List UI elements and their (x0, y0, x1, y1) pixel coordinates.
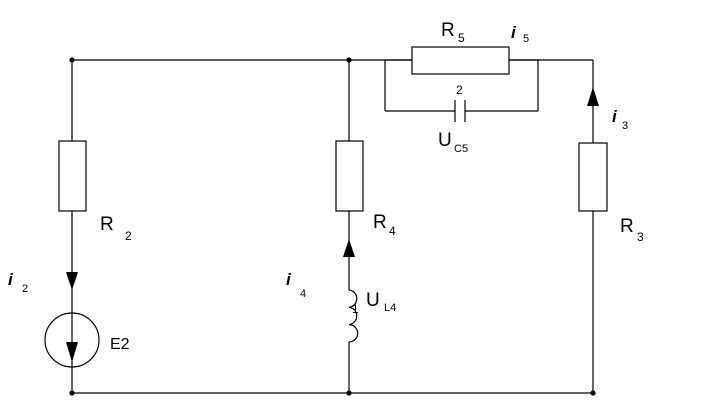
label-c5-node: 2 (456, 83, 463, 97)
capacitor-c5 (454, 100, 466, 122)
label-r2: R (100, 214, 114, 235)
resistor-r5 (411, 46, 510, 75)
label-ul4: U (366, 290, 380, 311)
voltage-source-e2 (44, 312, 100, 368)
label-r4: R (373, 212, 387, 233)
e2-direction-arrow (66, 342, 78, 362)
label-i5-sub: 5 (523, 33, 529, 45)
inductor-l4 (348, 289, 359, 343)
labels: R 2 R 4 R 3 R 5 2 U C5 1 U L4 E2 i 2 i 4… (8, 20, 644, 353)
resistor-r3 (578, 142, 608, 212)
label-r4-sub: 4 (389, 224, 396, 238)
resistor-r2 (58, 140, 87, 212)
i2-arrow-icon (66, 272, 78, 290)
label-i4: i (286, 270, 292, 289)
junctions (69, 57, 596, 396)
label-l4-node: 1 (352, 302, 359, 316)
resistor-r4 (335, 140, 364, 212)
label-r5: R (441, 20, 455, 41)
i4-arrow-icon (343, 239, 355, 257)
label-r2-sub: 2 (125, 229, 132, 243)
label-i4-sub: 4 (300, 288, 306, 300)
junction-bottom-left (69, 390, 75, 396)
junction-top-left (69, 57, 75, 63)
label-r3-sub: 3 (637, 230, 644, 244)
i3-arrow-icon (587, 87, 599, 106)
junction-top-middle (346, 57, 352, 63)
label-r3: R (620, 216, 634, 237)
label-i2: i (8, 270, 14, 289)
label-ul4-sub: L4 (384, 302, 396, 314)
label-i3-sub: 3 (622, 120, 628, 132)
label-i5: i (511, 23, 517, 42)
junction-bottom-middle (346, 390, 352, 396)
wires (71, 59, 594, 394)
junction-bottom-right (590, 390, 596, 396)
label-e2: E2 (110, 336, 130, 353)
label-uc5: U (438, 130, 452, 151)
label-r5-sub: 5 (458, 31, 465, 45)
label-i3: i (612, 107, 618, 126)
label-i2-sub: 2 (22, 283, 28, 295)
label-uc5-sub: C5 (454, 143, 468, 155)
